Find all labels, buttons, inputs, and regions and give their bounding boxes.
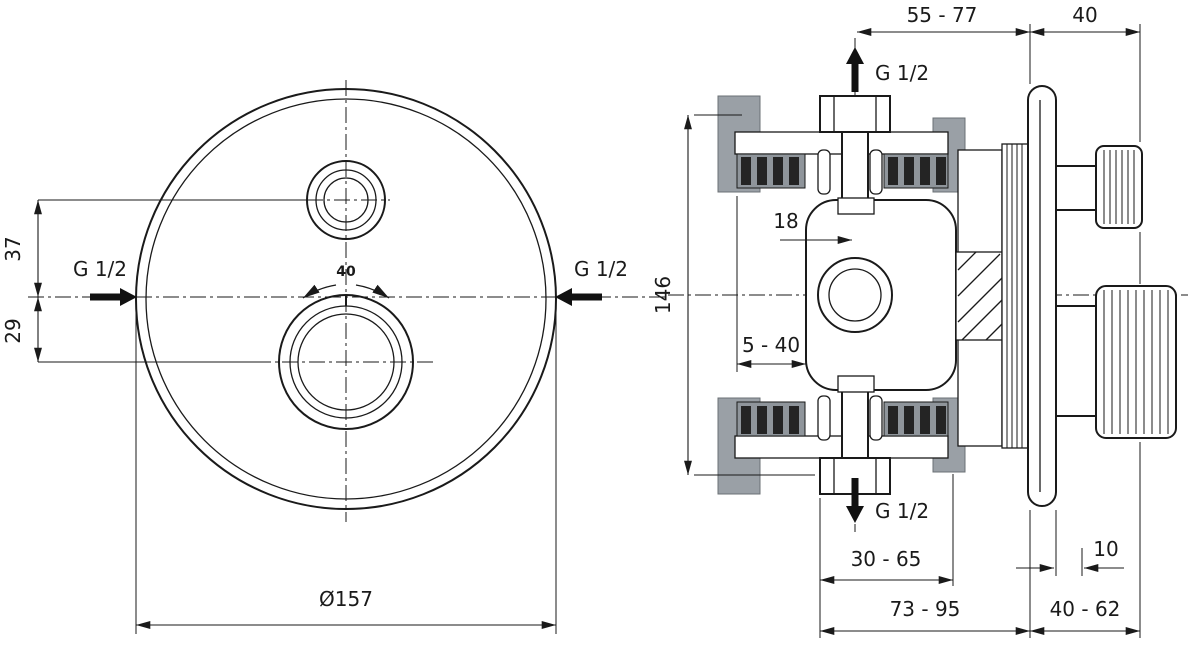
dim-29-label: 29 — [1, 318, 25, 343]
outlet-top: G 1/2 — [846, 47, 929, 92]
dimension-18: 18 — [773, 209, 852, 244]
side-port-boss — [817, 257, 893, 333]
side-view: G 1/2 G 1/2 55 - 77 40 18 146 — [651, 3, 1188, 638]
front-view: 40 37 29 G 1/2 G 1/2 Ø157 — [1, 80, 668, 634]
locknut-section — [955, 251, 1003, 341]
dim-diameter-label: Ø157 — [319, 587, 373, 611]
top-connection-tube — [841, 131, 869, 201]
thread-profile — [1001, 143, 1029, 449]
inlet-right-arrow-icon — [555, 288, 572, 306]
bottom-connection-tube — [841, 389, 869, 459]
dim-30-65-label: 30 - 65 — [851, 547, 922, 571]
outlet-top-arrow-icon — [846, 47, 864, 64]
screw-slot-top-right — [869, 149, 883, 195]
outlet-bottom-label: G 1/2 — [875, 499, 929, 523]
valve-body — [805, 95, 957, 495]
outlet-bottom: G 1/2 — [846, 478, 929, 523]
screw-slot-bottom-right — [869, 395, 883, 441]
thermostat-knob-side — [1055, 285, 1177, 439]
dim-55-77-label: 55 - 77 — [907, 3, 978, 27]
dimension-146: 146 — [651, 114, 815, 476]
outlet-bottom-arrow-icon — [846, 506, 864, 523]
escutcheon-flange — [1027, 85, 1057, 507]
diverter-knob-side — [1055, 145, 1143, 229]
mounting-bracket-bottom — [734, 395, 949, 459]
inlet-left-arrow-icon — [120, 288, 137, 306]
inlet-left: G 1/2 — [73, 257, 137, 306]
dim-146-label: 146 — [651, 276, 675, 314]
temperature-dial-label: 40 — [336, 264, 356, 280]
inlet-right: G 1/2 — [555, 257, 628, 306]
rotate-arrow-left-icon — [302, 284, 337, 299]
dimension-10: 10 — [1016, 510, 1124, 576]
union-nut-top — [819, 95, 891, 133]
dim-5-40-label: 5 - 40 — [742, 333, 800, 357]
thermostat-knob-front: 40 — [278, 264, 414, 430]
dim-10-label: 10 — [1093, 537, 1118, 561]
front-vertical-dimensions: 37 29 — [1, 199, 307, 363]
screw-slot-top-left — [817, 149, 831, 195]
dimension-5-40: 5 - 40 — [736, 196, 806, 372]
screw-slot-bottom-left — [817, 395, 831, 441]
inlet-left-label: G 1/2 — [73, 257, 127, 281]
dim-40-62-label: 40 - 62 — [1050, 597, 1121, 621]
inlet-right-label: G 1/2 — [574, 257, 628, 281]
rotate-arrow-right-icon — [355, 284, 390, 299]
outlet-top-label: G 1/2 — [875, 61, 929, 85]
dim-40-label: 40 — [1072, 3, 1097, 27]
dimension-30-65: 30 - 65 — [819, 474, 954, 638]
top-dimensions: 55 - 77 40 — [857, 3, 1141, 142]
dim-18-label: 18 — [773, 209, 798, 233]
threaded-sleeve — [955, 143, 1029, 449]
diameter-dimension: Ø157 — [135, 305, 557, 634]
dim-37-label: 37 — [1, 236, 25, 261]
bottom-dimensions: 73 - 95 40 - 62 — [820, 232, 1141, 638]
dim-73-95-label: 73 - 95 — [890, 597, 961, 621]
